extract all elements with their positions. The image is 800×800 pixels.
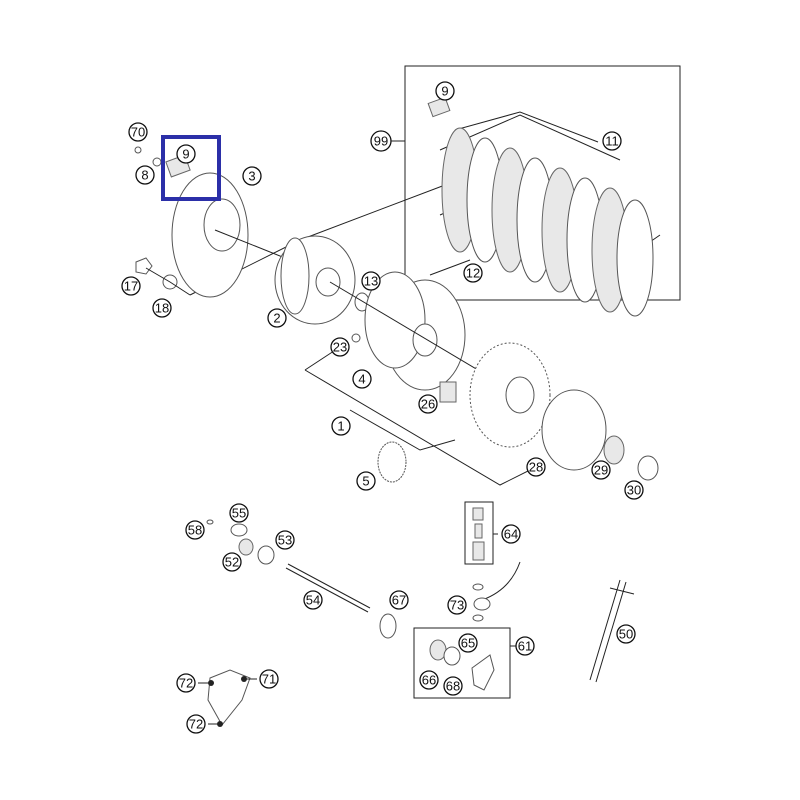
svg-text:30: 30 bbox=[627, 483, 641, 498]
callout-5[interactable]: 5 bbox=[356, 471, 376, 491]
callout-52[interactable]: 52 bbox=[222, 552, 242, 572]
svg-text:12: 12 bbox=[466, 266, 480, 281]
callout-13[interactable]: 13 bbox=[361, 271, 381, 291]
callout-70[interactable]: 70 bbox=[128, 122, 148, 142]
callout-12[interactable]: 12 bbox=[463, 263, 483, 283]
svg-text:17: 17 bbox=[124, 279, 138, 294]
push-rod bbox=[285, 563, 371, 613]
highlight-box bbox=[161, 135, 221, 201]
svg-text:72: 72 bbox=[179, 676, 193, 691]
callout-28[interactable]: 28 bbox=[526, 457, 546, 477]
svg-text:99: 99 bbox=[374, 134, 388, 149]
callout-2[interactable]: 2 bbox=[267, 308, 287, 328]
svg-text:5: 5 bbox=[362, 474, 369, 489]
svg-text:50: 50 bbox=[619, 627, 633, 642]
svg-text:64: 64 bbox=[504, 527, 518, 542]
callout-53[interactable]: 53 bbox=[275, 530, 295, 550]
callout-26[interactable]: 26 bbox=[418, 394, 438, 414]
callout-4[interactable]: 4 bbox=[352, 369, 372, 389]
callout-71[interactable]: 71 bbox=[259, 669, 279, 689]
svg-text:53: 53 bbox=[278, 533, 292, 548]
svg-text:1: 1 bbox=[337, 419, 344, 434]
star-disc bbox=[541, 389, 607, 471]
clutch-cover bbox=[207, 669, 251, 726]
slave-cylinder-box bbox=[413, 627, 511, 699]
callout-55[interactable]: 55 bbox=[229, 503, 249, 523]
svg-text:29: 29 bbox=[594, 463, 608, 478]
clutch-plates bbox=[441, 127, 654, 317]
svg-text:13: 13 bbox=[364, 274, 378, 289]
svg-text:11: 11 bbox=[605, 134, 619, 149]
svg-text:73: 73 bbox=[450, 598, 464, 613]
callout-72-lower[interactable]: 72 bbox=[186, 714, 206, 734]
svg-text:9: 9 bbox=[182, 147, 189, 162]
callout-50[interactable]: 50 bbox=[616, 624, 636, 644]
svg-text:70: 70 bbox=[131, 125, 145, 140]
svg-text:52: 52 bbox=[225, 555, 239, 570]
svg-text:23: 23 bbox=[333, 340, 347, 355]
svg-text:4: 4 bbox=[358, 372, 365, 387]
svg-text:26: 26 bbox=[421, 397, 435, 412]
svg-text:67: 67 bbox=[392, 593, 406, 608]
clutch-kit-box bbox=[404, 65, 681, 301]
callout-65[interactable]: 65 bbox=[458, 633, 478, 653]
callout-73[interactable]: 73 bbox=[447, 595, 467, 615]
svg-text:58: 58 bbox=[188, 523, 202, 538]
callout-3[interactable]: 3 bbox=[242, 166, 262, 186]
callout-68[interactable]: 68 bbox=[443, 676, 463, 696]
callout-64[interactable]: 64 bbox=[501, 524, 521, 544]
svg-text:8: 8 bbox=[141, 168, 148, 183]
svg-text:9: 9 bbox=[441, 84, 448, 99]
svg-text:71: 71 bbox=[262, 672, 276, 687]
bleeder-kit-box bbox=[464, 501, 494, 565]
callout-58[interactable]: 58 bbox=[185, 520, 205, 540]
callout-61[interactable]: 61 bbox=[515, 636, 535, 656]
callout-66[interactable]: 66 bbox=[419, 670, 439, 690]
callout-18[interactable]: 18 bbox=[152, 298, 172, 318]
svg-text:68: 68 bbox=[446, 679, 460, 694]
callout-11[interactable]: 11 bbox=[602, 131, 622, 151]
callout-9[interactable]: 9 bbox=[435, 81, 455, 101]
svg-text:72: 72 bbox=[189, 717, 203, 732]
svg-text:3: 3 bbox=[248, 169, 255, 184]
svg-text:65: 65 bbox=[461, 636, 475, 651]
callout-1[interactable]: 1 bbox=[331, 416, 351, 436]
callout-54[interactable]: 54 bbox=[303, 590, 323, 610]
svg-text:18: 18 bbox=[155, 301, 169, 316]
callout-30[interactable]: 30 bbox=[624, 480, 644, 500]
svg-text:61: 61 bbox=[518, 639, 532, 654]
svg-text:66: 66 bbox=[422, 673, 436, 688]
svg-text:54: 54 bbox=[306, 593, 320, 608]
svg-text:2: 2 bbox=[273, 311, 280, 326]
spring-part-9-top bbox=[427, 96, 451, 118]
callout-8[interactable]: 8 bbox=[135, 165, 155, 185]
callout-17[interactable]: 17 bbox=[121, 276, 141, 296]
callout-29[interactable]: 29 bbox=[591, 460, 611, 480]
callout-99[interactable]: 99 bbox=[370, 130, 392, 152]
callout-23[interactable]: 23 bbox=[330, 337, 350, 357]
callout-9-highlighted[interactable]: 9 bbox=[176, 144, 196, 164]
callout-72-upper[interactable]: 72 bbox=[176, 673, 196, 693]
svg-text:55: 55 bbox=[232, 506, 246, 521]
svg-text:28: 28 bbox=[529, 460, 543, 475]
syringe bbox=[589, 579, 635, 683]
callout-67[interactable]: 67 bbox=[389, 590, 409, 610]
